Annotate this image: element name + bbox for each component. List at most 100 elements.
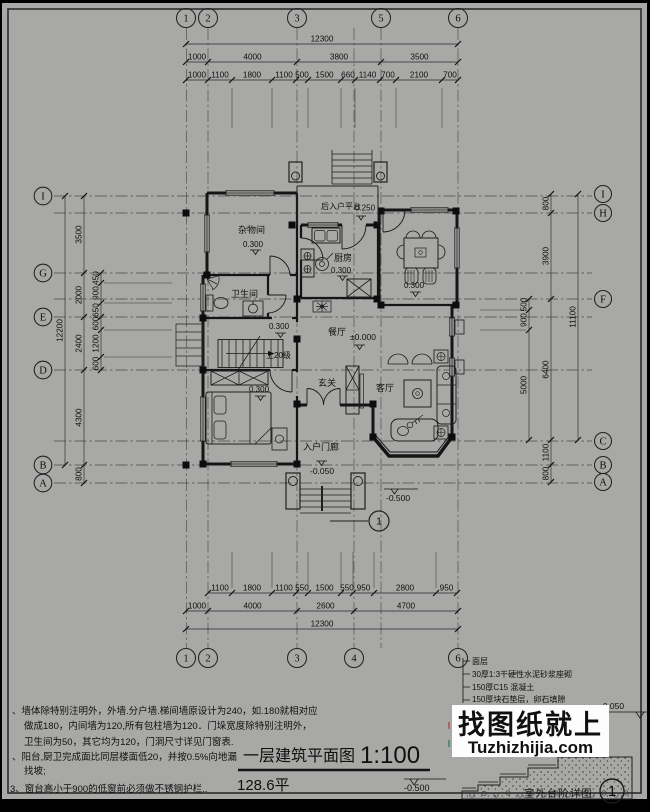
label-bathroom: 卫生间 xyxy=(231,288,258,299)
svg-text:3800: 3800 xyxy=(330,53,349,62)
dim-row-top-overall: 12300 xyxy=(182,35,462,48)
detail-level-top: -0.050 xyxy=(600,701,624,711)
level-stair-hall: 0.300 xyxy=(269,322,290,331)
living-furniture xyxy=(345,349,457,442)
svg-text:4700: 4700 xyxy=(397,602,416,611)
svg-text:1800: 1800 xyxy=(243,71,262,80)
detail-level-bottom: -0.500 xyxy=(404,783,430,793)
door-bathroom xyxy=(267,294,287,314)
detail-number-circle xyxy=(599,778,625,804)
svg-text:6: 6 xyxy=(455,654,460,665)
svg-text:C: C xyxy=(599,437,606,448)
svg-text:3500: 3500 xyxy=(75,225,84,244)
svg-text:2: 2 xyxy=(205,654,210,665)
svg-text:1500: 1500 xyxy=(315,71,334,80)
svg-text:3900: 3900 xyxy=(542,246,551,265)
svg-text:900: 900 xyxy=(92,286,101,300)
windows xyxy=(200,190,465,467)
label-dining: 餐厅 xyxy=(328,326,346,337)
door-bedroom xyxy=(269,369,293,393)
dim-col-left-main: 3500 2000 2400 4300 800 xyxy=(75,192,88,487)
svg-text:G: G xyxy=(39,269,47,280)
svg-text:600: 600 xyxy=(92,316,101,330)
svg-text:950: 950 xyxy=(357,584,371,593)
door-entry-double xyxy=(306,388,341,406)
door-kitchen-platform xyxy=(341,224,367,250)
svg-text:950: 950 xyxy=(440,584,454,593)
level-bedroom: 0.300 xyxy=(249,385,270,394)
door-kitchen-hall xyxy=(300,237,324,261)
watermark-line2: Tuzhizhijia.com xyxy=(468,738,593,757)
svg-text:B: B xyxy=(599,461,606,472)
interior-walls xyxy=(203,193,457,464)
svg-text:4300: 4300 xyxy=(75,408,84,427)
label-stair-note: 上20级 xyxy=(266,350,291,360)
bathroom-fixtures xyxy=(205,273,264,317)
title-name: 一层建筑平面图 xyxy=(243,747,355,765)
level-dining: ±0.000 xyxy=(350,332,376,342)
window-kitchen-top xyxy=(307,222,339,228)
svg-text:700: 700 xyxy=(381,71,395,80)
window-storage-top xyxy=(225,190,275,196)
watermark-box xyxy=(452,705,609,757)
svg-text:4000: 4000 xyxy=(243,602,262,611)
svg-text:1: 1 xyxy=(183,14,188,25)
svg-text:450: 450 xyxy=(92,271,101,285)
svg-text:A: A xyxy=(39,479,47,490)
detail-layer-3: 150厚C15 混凝土 xyxy=(472,682,534,692)
svg-text:4000: 4000 xyxy=(243,53,262,62)
svg-text:2100: 2100 xyxy=(410,71,429,80)
detail-caption: 室外台阶详图 xyxy=(524,787,593,800)
svg-text:800: 800 xyxy=(542,466,551,480)
side-steps-left xyxy=(175,323,204,367)
svg-text:2000: 2000 xyxy=(75,285,84,304)
svg-text:2400: 2400 xyxy=(75,334,84,353)
window-familyroom-right xyxy=(454,227,460,269)
svg-text:1000: 1000 xyxy=(188,602,207,611)
door-familyroom xyxy=(382,209,406,233)
dimension-extension-lines xyxy=(104,88,526,588)
window-bedroom-bottom xyxy=(230,461,278,467)
svg-text:12200: 12200 xyxy=(56,319,65,342)
detail-layer-1: 面层 xyxy=(472,657,488,666)
svg-text:3: 3 xyxy=(294,14,299,25)
window-bedroom-left xyxy=(200,396,206,442)
svg-text:550: 550 xyxy=(295,584,309,593)
dining-table-set xyxy=(396,230,446,285)
svg-text:1500: 1500 xyxy=(315,584,334,593)
window-bath-left xyxy=(200,283,206,312)
svg-text:E: E xyxy=(40,313,46,324)
svg-text:1100: 1100 xyxy=(542,443,551,461)
svg-text:1140: 1140 xyxy=(359,71,377,80)
watermark-line1: 找图纸就上 xyxy=(458,709,603,740)
svg-text:800: 800 xyxy=(542,196,551,210)
svg-text:5000: 5000 xyxy=(520,375,529,394)
general-notes: 、墙体除特别注明外，外墙.分户墙.梯间墙原设计为240，如.180就相对应 做成… xyxy=(10,705,318,795)
door-storage xyxy=(269,255,291,276)
drawing-title: 一层建筑平面图 1:100 128.6平 xyxy=(237,742,430,794)
label-kitchen: 厨房 xyxy=(334,252,352,263)
level-entry-porch: -0.050 xyxy=(310,466,334,476)
svg-text:12300: 12300 xyxy=(311,35,334,44)
structural-columns xyxy=(182,207,460,469)
svg-text:650: 650 xyxy=(92,303,101,317)
note-line-6: 3、窗台高小于900的低窗前必须做不锈钢护栏.. xyxy=(10,783,207,795)
svg-text:1100: 1100 xyxy=(211,71,229,80)
note-line-4: 、阳台,厨卫完成面比同层楼面低20，并按0.5%向地漏 xyxy=(12,751,237,763)
svg-text:500: 500 xyxy=(295,71,309,80)
front-porch: 1 xyxy=(285,472,418,532)
dim-col-right-overall: 11100 xyxy=(569,190,582,444)
svg-text:1100: 1100 xyxy=(275,71,293,80)
level-back-platform: 0.250 xyxy=(355,204,376,213)
kitchen-fixtures xyxy=(300,227,372,298)
svg-text:3500: 3500 xyxy=(410,53,429,62)
svg-text:800: 800 xyxy=(75,467,84,481)
doors xyxy=(267,209,406,406)
label-living: 客厅 xyxy=(376,382,394,393)
svg-text:B: B xyxy=(39,461,46,472)
